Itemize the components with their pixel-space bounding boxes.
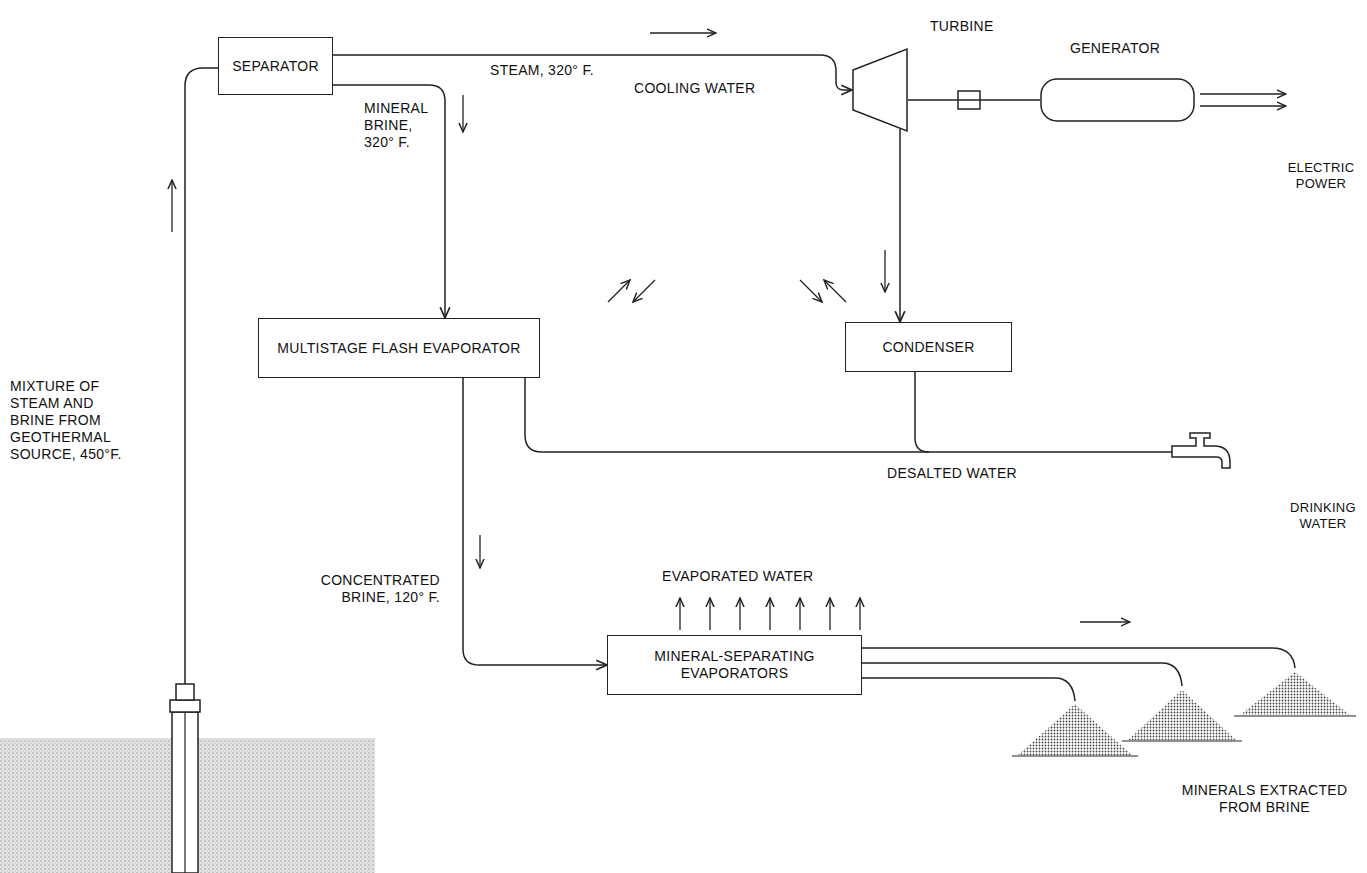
mineral-pile: [1128, 690, 1236, 740]
flow-line: [333, 85, 445, 318]
flow-line: [463, 378, 607, 665]
wellhead: [176, 684, 194, 700]
well-pipe: [184, 712, 185, 873]
turbine-outline: [852, 48, 908, 132]
flow-arrow: [1080, 621, 1130, 622]
node-text: GENERATOR: [1070, 40, 1160, 57]
flow-arrow: [479, 535, 480, 568]
process-box: CONDENSER: [845, 322, 1012, 372]
flow-note: COOLING WATER: [632, 80, 757, 97]
turbine-outline: [853, 49, 907, 131]
generator-box: GENERATOR: [1040, 78, 1195, 122]
flow-label: STEAM, 320° F.: [488, 62, 596, 79]
wellhead: [170, 700, 200, 712]
node-text: MINERAL-SEPARATING EVAPORATORS: [616, 648, 853, 682]
output-note: ELECTRIC POWER: [1279, 160, 1363, 192]
pile-base: [1012, 756, 1138, 757]
separator-box: SEPARATOR: [218, 37, 333, 95]
cooling-arrow: [608, 280, 630, 302]
well-casing: [172, 712, 198, 873]
cooling-arrow: [800, 280, 822, 302]
pile-base: [1122, 741, 1242, 742]
mineral-chute: [862, 663, 1182, 686]
power-arrow: [1200, 93, 1286, 94]
mineral-pile: [1240, 672, 1350, 715]
source-note: MIXTURE OF STEAM AND BRINE FROM GEOTHERM…: [8, 378, 137, 463]
mineral-chute: [862, 678, 1075, 701]
supply-pipe: [185, 68, 218, 684]
flow-arrow: [171, 180, 172, 232]
node-text: CONDENSER: [882, 339, 974, 356]
turbine-symbol: TURBINE: [852, 48, 908, 132]
power-arrow: [1200, 105, 1286, 106]
node-text: SEPARATOR: [232, 58, 319, 75]
output-note: DRINKING WATER: [1281, 500, 1365, 532]
flow-note: EVAPORATED WATER: [660, 568, 815, 585]
flow-arrow: [884, 250, 885, 292]
flow-arrow: [650, 32, 716, 33]
water-pipe: [915, 372, 929, 452]
water-pipe: [525, 378, 1172, 452]
output-note: MINERALS EXTRACTED FROM BRINE: [1170, 782, 1359, 816]
drive-shaft: [908, 99, 1040, 101]
process-box: MINERAL-SEPARATING EVAPORATORS: [607, 635, 862, 695]
process-box: MULTISTAGE FLASH EVAPORATOR: [258, 318, 540, 378]
node-text: TURBINE: [930, 18, 994, 35]
flow-label: CONCENTRATED BRINE, 120° F.: [270, 572, 442, 606]
pile-base: [1234, 716, 1356, 717]
flow-note: DESALTED WATER: [885, 465, 1019, 482]
faucet: [1172, 433, 1230, 468]
cooling-arrow: [824, 280, 846, 302]
flow-line: [899, 129, 901, 322]
vapor-arrows: [680, 598, 860, 630]
cooling-arrow: [633, 280, 655, 302]
flow-arrow: [462, 95, 463, 132]
mineral-chute: [862, 648, 1295, 668]
node-text: MULTISTAGE FLASH EVAPORATOR: [277, 340, 520, 357]
flow-label: MINERAL BRINE, 320° F.: [362, 100, 440, 151]
generator-outline: [1040, 78, 1195, 122]
generator-outline: [1041, 79, 1194, 121]
mineral-pile: [1018, 704, 1132, 755]
